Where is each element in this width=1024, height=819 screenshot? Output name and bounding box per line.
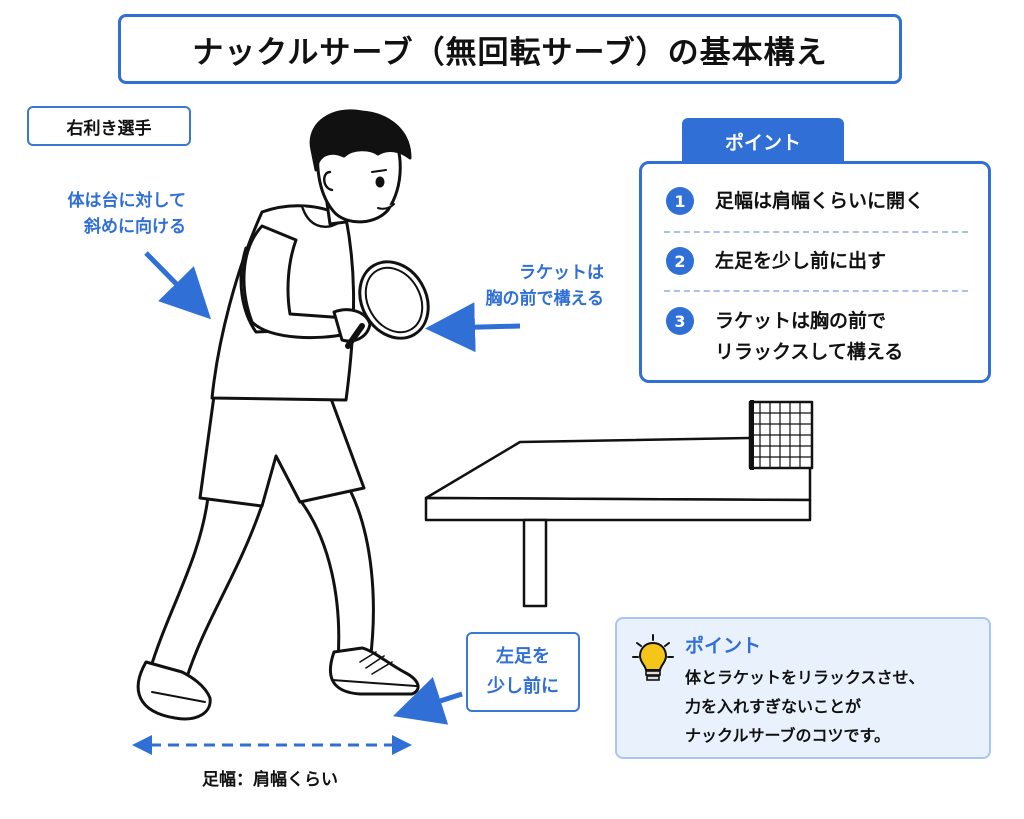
- table-illustration: [424, 400, 814, 608]
- note-racket-line: ラケットは: [519, 263, 604, 283]
- tip-line: 力を入れすぎないことが: [685, 697, 862, 716]
- player-tag: 右利き選手: [27, 106, 191, 146]
- player-illustration: [136, 109, 430, 721]
- page-title-text: ナックルサーブ（無回転サーブ）の基本構え: [192, 34, 828, 71]
- note-foot: 左足を 少し前に: [466, 632, 580, 712]
- point-number: 1: [666, 187, 694, 215]
- note-body-line: 斜めに向ける: [84, 217, 186, 237]
- point-text: ラケットは胸の前で リラックスして構える: [715, 306, 903, 368]
- back-shoe: [136, 660, 212, 721]
- note-body-line: 体は台に対して: [67, 191, 187, 211]
- tip-body: 体とラケットをリラックスさせ、 力を入れすぎないことが ナックルサーブのコツです…: [685, 663, 925, 750]
- point-item: 2 左足を少し前に出す: [666, 246, 974, 277]
- note-foot-line: 左足を: [496, 646, 550, 667]
- divider: [664, 290, 968, 292]
- point-text: 左足を少し前に出す: [715, 250, 887, 272]
- body-arrow-icon: [144, 251, 212, 320]
- tip-line: 体とラケットをリラックスさせ、: [685, 668, 925, 687]
- points-panel: 1 足幅は肩幅くらいに開く 2 左足を少し前に出す 3 ラケットは胸の前で リラ…: [639, 161, 991, 383]
- points-tab: ポイント: [682, 118, 844, 164]
- tip-title: ポイント: [685, 635, 762, 657]
- note-racket: ラケットは 胸の前で構える: [454, 260, 605, 312]
- divider: [664, 231, 968, 233]
- note-foot-line: 少し前に: [487, 676, 559, 697]
- net-illustration: [748, 400, 814, 470]
- tip-panel: ポイント 体とラケットをリラックスさせ、 力を入れすぎないことが ナックルサーブ…: [615, 617, 991, 759]
- point-number: 2: [666, 247, 694, 275]
- front-shoe: [329, 646, 420, 696]
- lightbulb-icon: [632, 634, 674, 681]
- note-racket-line: 胸の前で構える: [485, 289, 605, 309]
- stance-width-label: 足幅：肩幅くらい: [202, 770, 338, 790]
- stance-width-arrow-icon: [132, 735, 412, 755]
- player-tag-text: 右利き選手: [66, 118, 152, 139]
- points-tab-label: ポイント: [724, 131, 801, 154]
- point-item: 3 ラケットは胸の前で リラックスして構える: [666, 306, 974, 368]
- point-item: 1 足幅は肩幅くらいに開く: [666, 186, 974, 217]
- racket-illustration: [345, 260, 430, 349]
- point-text-line: ラケットは胸の前で: [715, 310, 887, 332]
- note-body: 体は台に対して 斜めに向ける: [36, 188, 187, 240]
- point-number: 3: [666, 307, 694, 335]
- page-title: ナックルサーブ（無回転サーブ）の基本構え: [118, 14, 902, 84]
- racket-arrow-icon: [425, 302, 521, 353]
- point-text-line: リラックスして構える: [715, 341, 904, 363]
- tip-line: ナックルサーブのコツです。: [685, 726, 890, 745]
- point-text: 足幅は肩幅くらいに開く: [715, 190, 925, 212]
- foot-arrow-icon: [392, 677, 463, 725]
